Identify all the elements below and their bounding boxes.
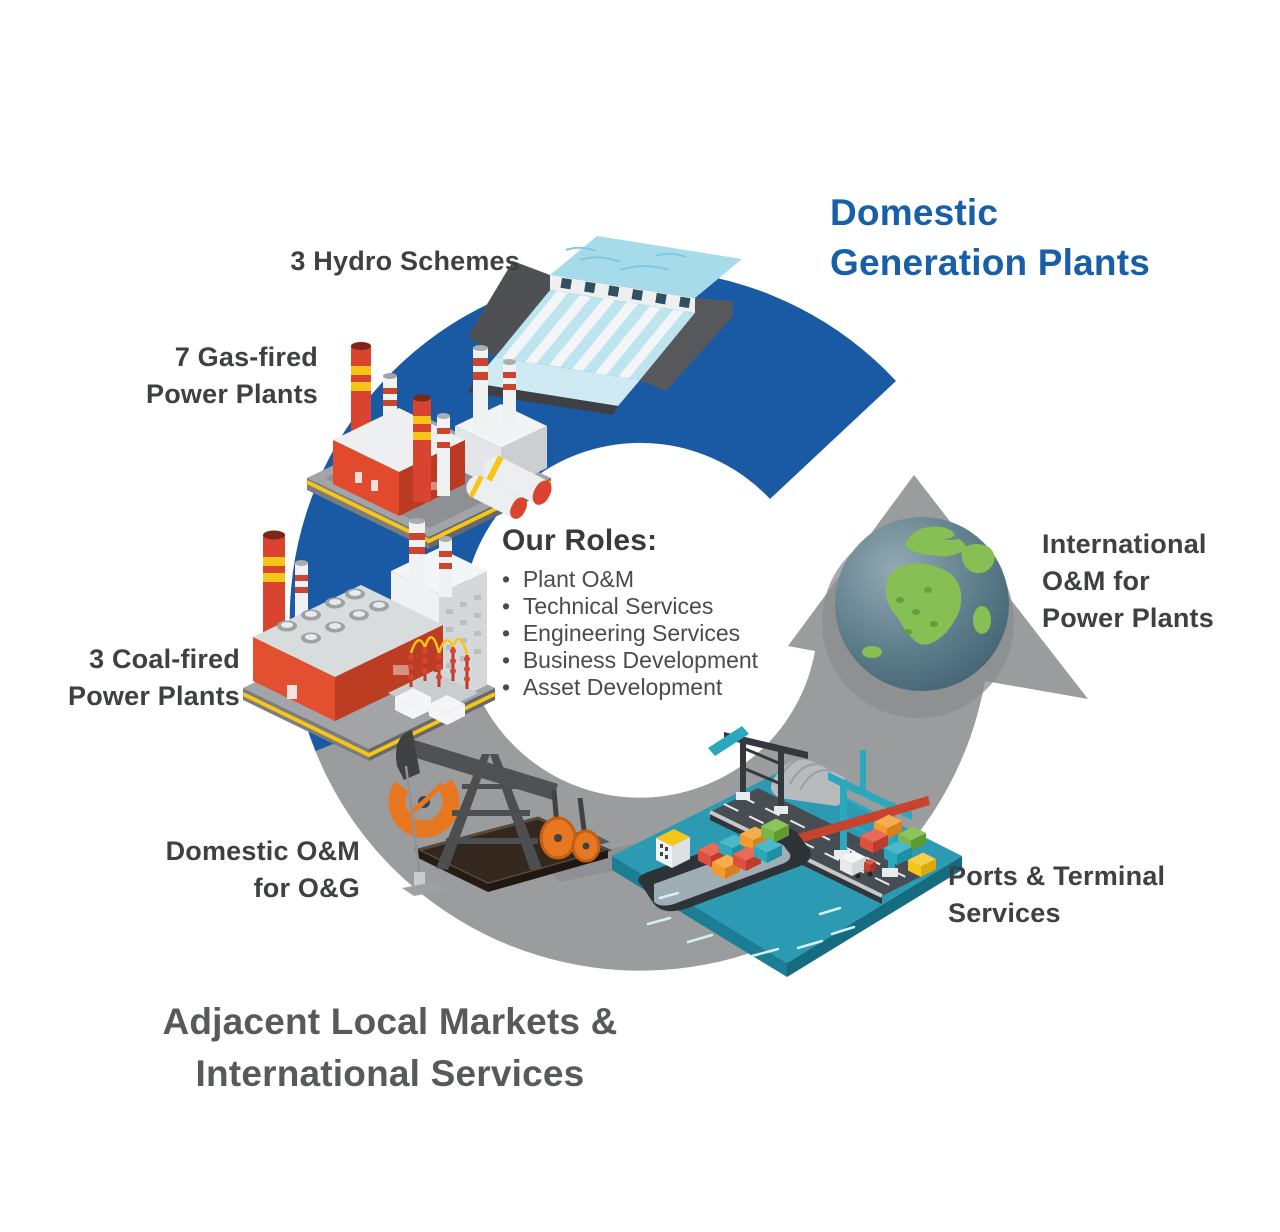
label-line: 7 Gas-fired: [174, 342, 318, 372]
label-line: Power Plants: [1042, 603, 1214, 633]
label-line: 3 Coal-fired: [89, 644, 240, 674]
role-item: Engineering Services: [502, 620, 802, 647]
label-line: O&M for: [1042, 566, 1150, 596]
label-domestic-om-og: Domestic O&M for O&G: [166, 833, 360, 907]
label-hydro-schemes: 3 Hydro Schemes: [290, 243, 520, 280]
our-roles-title: Our Roles:: [502, 524, 658, 557]
coal-power-plant-icon: [242, 518, 496, 761]
label-coal-fired-plants: 3 Coal-fired Power Plants: [68, 641, 240, 715]
label-line: Ports & Terminal: [948, 861, 1166, 891]
heading-line: International Services: [195, 1053, 585, 1094]
heading-line: Domestic: [830, 192, 999, 233]
heading-adjacent-local-markets: Adjacent Local Markets & International S…: [80, 996, 700, 1100]
label-line: Power Plants: [68, 681, 240, 711]
role-item: Business Development: [502, 647, 802, 674]
gas-power-plant-icon: [306, 342, 552, 549]
label-line: Power Plants: [146, 379, 318, 409]
role-item: Asset Development: [502, 674, 802, 701]
label-line: for O&G: [253, 873, 360, 903]
port-terminal-icon: [612, 726, 962, 977]
role-item: Plant O&M: [502, 566, 802, 593]
label-line: International: [1042, 529, 1207, 559]
heading-domestic-generation-plants: Domestic Generation Plants: [830, 188, 1150, 288]
label-line: Services: [948, 898, 1061, 928]
heading-line: Adjacent Local Markets &: [162, 1001, 618, 1042]
label-international-om: International O&M for Power Plants: [1042, 526, 1214, 637]
label-line: 3 Hydro Schemes: [290, 246, 520, 276]
label-ports-terminal-services: Ports & Terminal Services: [948, 858, 1165, 932]
role-item: Technical Services: [502, 593, 802, 620]
label-line: Domestic O&M: [165, 836, 360, 866]
label-gas-fired-plants: 7 Gas-fired Power Plants: [146, 339, 318, 413]
heading-line: Generation Plants: [830, 242, 1151, 283]
globe-icon: [835, 517, 1009, 691]
our-roles-panel: Our Roles: Plant O&M Technical Services …: [502, 524, 802, 701]
